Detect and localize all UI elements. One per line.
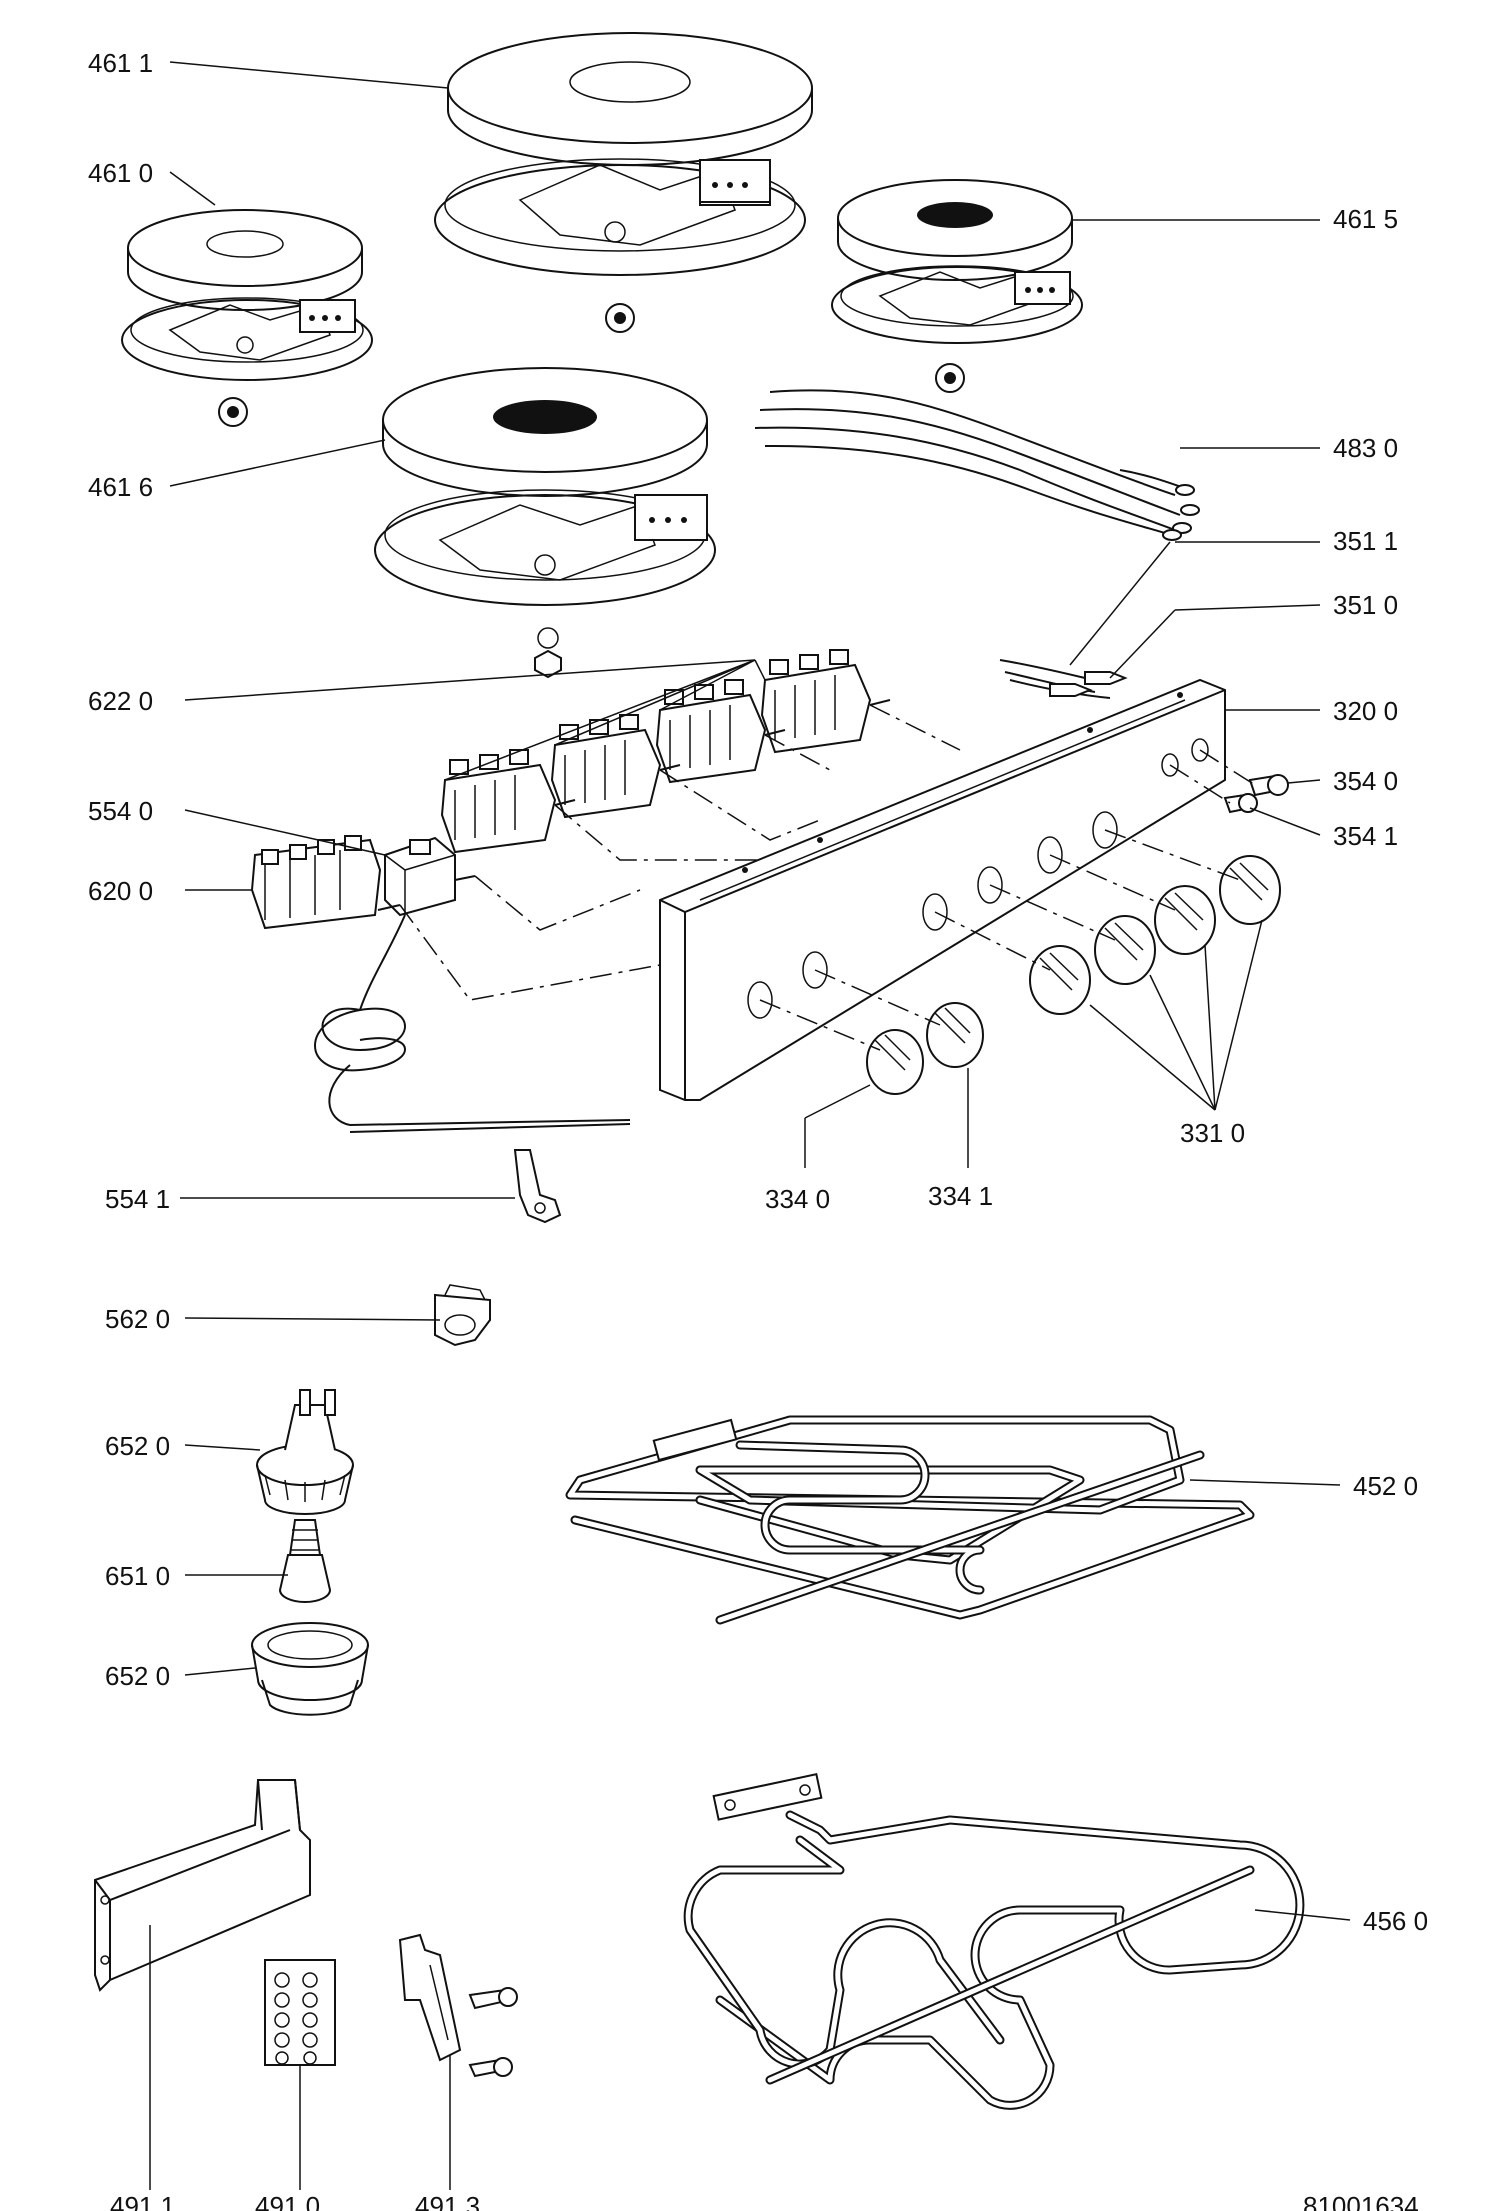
label-483-0: 483 0 <box>1333 433 1398 463</box>
label-452-0: 452 0 <box>1353 1471 1418 1501</box>
label-354-0: 354 0 <box>1333 766 1398 796</box>
hotplate-461-6 <box>374 367 716 679</box>
thermostat-554-0 <box>314 836 631 1133</box>
label-461-6: 461 6 <box>88 472 153 502</box>
part-562-0 <box>434 1284 491 1347</box>
switch-622-0-c <box>550 714 681 819</box>
switch-622-0-d <box>440 749 576 854</box>
clip-554-1 <box>513 1149 562 1224</box>
label-491-0: 491 0 <box>255 2191 320 2211</box>
clamp-491-3 <box>398 1933 518 2078</box>
screw-354-0 <box>1248 774 1289 797</box>
label-651-0: 651 0 <box>105 1561 170 1591</box>
label-652-0-lower: 652 0 <box>105 1661 170 1691</box>
label-620-0: 620 0 <box>88 876 153 906</box>
label-461-1: 461 1 <box>88 48 153 78</box>
label-351-0: 351 0 <box>1333 590 1398 620</box>
label-351-1: 351 1 <box>1333 526 1398 556</box>
label-456-0: 456 0 <box>1363 1906 1428 1936</box>
heating-element-452-0 <box>565 1415 1255 1625</box>
lamp-cover-652-0-lower <box>251 1622 369 1716</box>
switch-622-0-b <box>655 679 786 784</box>
bracket-491-1 <box>94 1779 311 1992</box>
lamp-holder-652-0-upper <box>256 1389 354 1515</box>
hotplate-461-1 <box>434 32 813 333</box>
knob-331-0-c <box>1154 885 1216 955</box>
lamp-bulb-651-0 <box>278 1519 332 1603</box>
label-554-1: 554 1 <box>105 1184 170 1214</box>
label-461-0: 461 0 <box>88 158 153 188</box>
label-354-1: 354 1 <box>1333 821 1398 851</box>
knob-331-0-b <box>1094 915 1156 985</box>
label-562-0: 562 0 <box>105 1304 170 1334</box>
label-652-0-upper: 652 0 <box>105 1431 170 1461</box>
label-461-5: 461 5 <box>1333 204 1398 234</box>
screw-354-1 <box>1223 793 1258 814</box>
label-334-0: 334 0 <box>765 1184 830 1214</box>
label-554-0: 554 0 <box>88 796 153 826</box>
part-labels: 461 1 461 0 461 5 461 6 483 0 351 1 351 … <box>88 48 1428 2211</box>
thermocouple-351 <box>999 659 1128 699</box>
drawing-number: 81001634 <box>1303 2191 1419 2211</box>
label-491-1: 491 1 <box>110 2191 175 2211</box>
assembly-lines <box>399 704 1256 1051</box>
label-320-0: 320 0 <box>1333 696 1398 726</box>
label-491-3: 491 3 <box>415 2191 480 2211</box>
leader-lines <box>149 61 1351 2190</box>
switch-622-0-a <box>760 649 891 754</box>
label-334-1: 334 1 <box>928 1181 993 1211</box>
terminal-block-491-0 <box>264 1959 336 2066</box>
knob-334-1 <box>926 1002 984 1068</box>
label-331-0: 331 0 <box>1180 1118 1245 1148</box>
hotplate-461-5 <box>831 179 1083 393</box>
label-622-0: 622 0 <box>88 686 153 716</box>
control-panel-320-0 <box>659 678 1226 1101</box>
knob-331-0-d <box>1219 855 1281 925</box>
heating-element-456-0 <box>683 1773 1305 2110</box>
knob-331-0-a <box>1029 945 1091 1015</box>
wire-harness-483-0 <box>754 389 1200 541</box>
switch-620-0 <box>250 835 401 930</box>
knob-334-0 <box>866 1029 924 1095</box>
hotplate-461-0 <box>121 209 373 427</box>
